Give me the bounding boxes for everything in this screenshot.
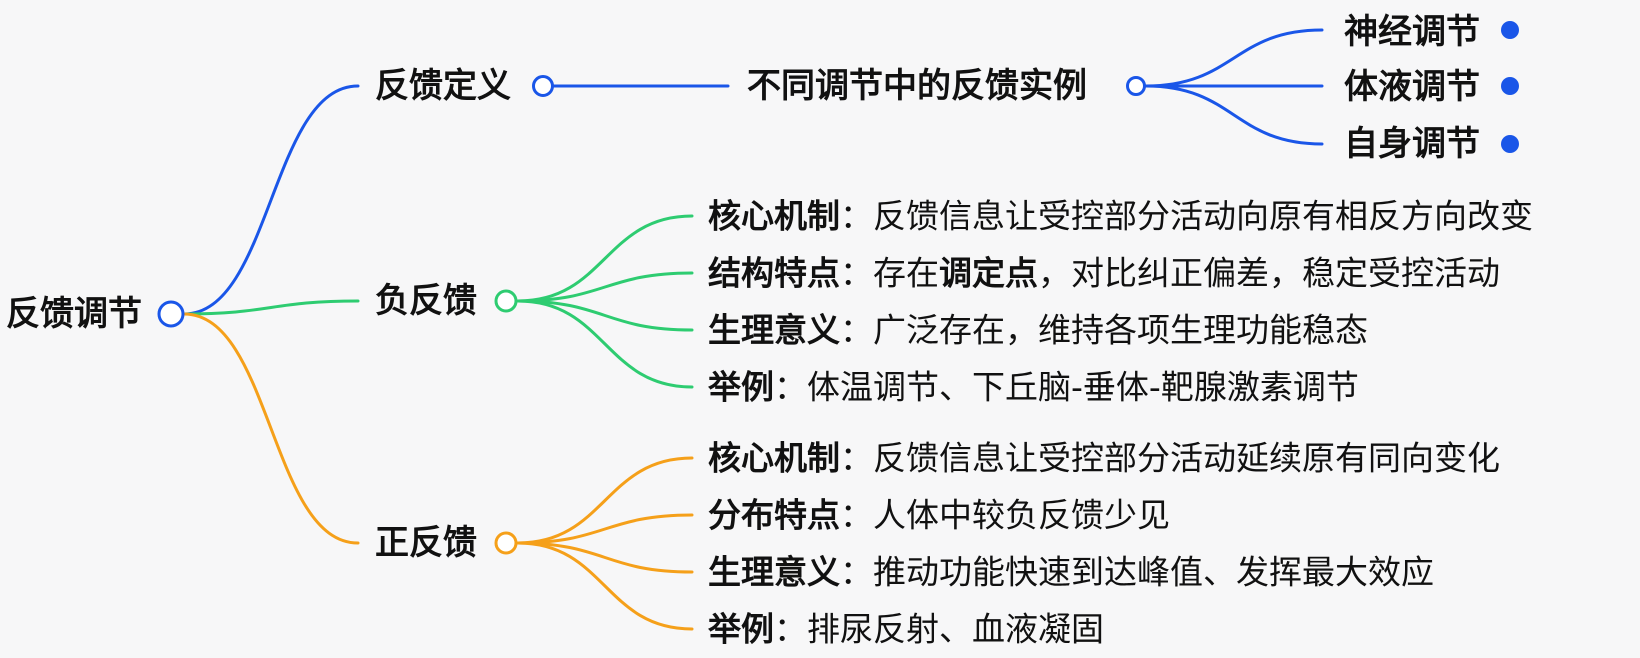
link-positive-item-0 [516,456,694,545]
definition-node-label[interactable]: 反馈定义 [375,66,511,106]
leaf-key: 举例 [708,609,774,649]
leaf-text: 体温调节、下丘脑-垂体-靶腺激素调节 [807,367,1359,407]
definition-collapse-toggle[interactable] [532,75,554,97]
positive-item-distribution[interactable]: 分布特点：人体中较负反馈少见 [708,499,1170,532]
link-example-item-2 [1144,84,1324,146]
leaf-separator: ： [840,253,873,293]
link-negative-item-0 [516,214,694,303]
root-collapse-toggle[interactable] [157,300,185,328]
leaf-key: 举例 [708,367,774,407]
link-positive-item-1 [516,513,694,545]
negative-item-mechanism[interactable]: 核心机制：反馈信息让受控部分活动向原有相反方向改变 [708,200,1533,233]
leaf-text: 广泛存在，维持各项生理功能稳态 [873,310,1368,350]
link-negative-item-3 [516,299,694,389]
negative-item-example[interactable]: 举例：体温调节、下丘脑-垂体-靶腺激素调节 [708,371,1359,404]
example-item-neural[interactable]: 神经调节 [1344,12,1480,52]
link-root-positive [182,312,360,545]
leaf-key: 核心机制 [708,196,840,236]
examples-node-label[interactable]: 不同调节中的反馈实例 [747,66,1087,106]
leaf-key: 核心机制 [708,438,840,478]
negative-collapse-toggle[interactable] [494,289,518,313]
positive-item-significance[interactable]: 生理意义：推动功能快速到达峰值、发挥最大效应 [708,556,1434,589]
negative-node-label[interactable]: 负反馈 [375,281,477,321]
link-positive-item-2 [516,541,694,574]
leaf-dot-icon [1501,77,1519,95]
positive-item-example[interactable]: 举例：排尿反射、血液凝固 [708,613,1104,646]
link-positive-item-3 [516,541,694,631]
link-negative-item-2 [516,299,694,332]
leaf-separator: ： [774,367,807,407]
leaf-text: 排尿反射、血液凝固 [807,609,1104,649]
leaf-separator: ： [774,609,807,649]
link-example-item-0 [1144,28,1324,88]
leaf-text: 存在 [873,253,939,293]
leaf-dot-icon [1501,21,1519,39]
leaf-separator: ： [840,438,873,478]
leaf-key: 结构特点 [708,253,840,293]
positive-node-label[interactable]: 正反馈 [375,523,477,563]
examples-collapse-toggle[interactable] [1126,76,1146,96]
negative-item-structure[interactable]: 结构特点：存在调定点，对比纠正偏差，稳定受控活动 [708,257,1500,290]
negative-item-significance[interactable]: 生理意义：广泛存在，维持各项生理功能稳态 [708,314,1368,347]
leaf-text: 反馈信息让受控部分活动延续原有同向变化 [873,438,1500,478]
leaf-text: ，对比纠正偏差，稳定受控活动 [1038,253,1500,293]
leaf-key: 生理意义 [708,552,840,592]
leaf-separator: ： [840,310,873,350]
example-item-auto[interactable]: 自身调节 [1344,124,1480,164]
leaf-dot-icon [1501,135,1519,153]
positive-collapse-toggle[interactable] [494,531,518,555]
link-negative-item-1 [516,271,694,303]
link-root-negative [182,299,360,316]
leaf-text: 人体中较负反馈少见 [873,495,1170,535]
example-item-humoral[interactable]: 体液调节 [1344,67,1480,107]
root-node-label[interactable]: 反馈调节 [6,294,142,334]
leaf-separator: ： [840,552,873,592]
leaf-key: 生理意义 [708,310,840,350]
leaf-separator: ： [840,196,873,236]
leaf-text: 推动功能快速到达峰值、发挥最大效应 [873,552,1434,592]
leaf-text: 反馈信息让受控部分活动向原有相反方向改变 [873,196,1533,236]
positive-item-mechanism[interactable]: 核心机制：反馈信息让受控部分活动延续原有同向变化 [708,442,1500,475]
leaf-highlight: 调定点 [939,253,1038,293]
leaf-key: 分布特点 [708,495,840,535]
link-root-definition [182,84,360,316]
leaf-separator: ： [840,495,873,535]
